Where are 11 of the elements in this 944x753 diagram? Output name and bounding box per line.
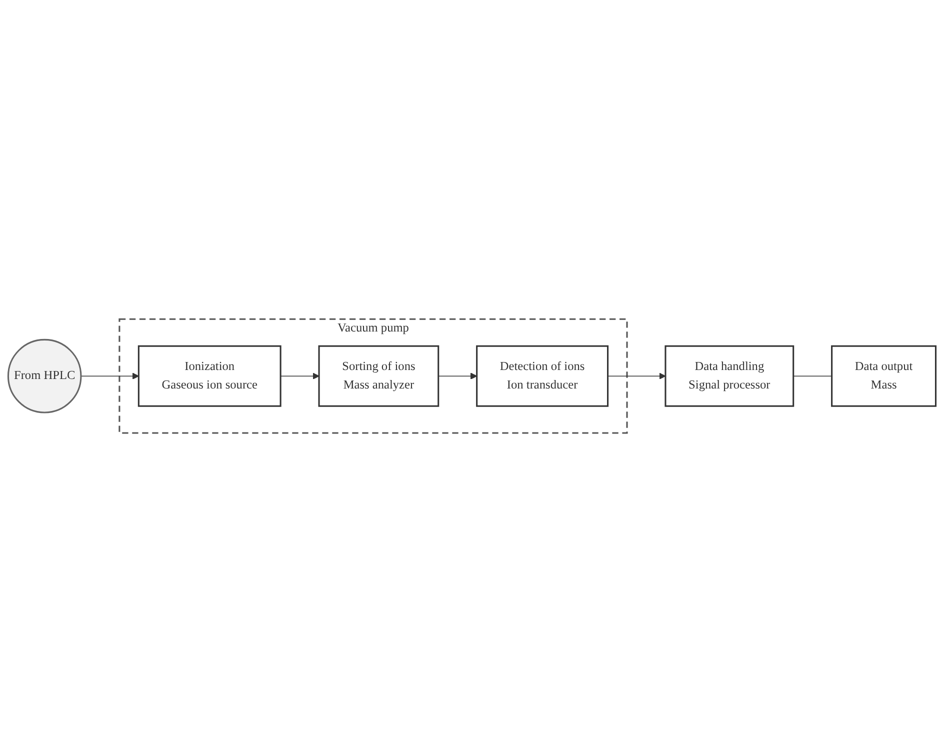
- arrow: [280, 373, 320, 380]
- node-box: Detection of ions Ion transducer: [476, 346, 609, 408]
- node-circle: From HPLC: [7, 339, 82, 414]
- node-box: Sorting of ions Mass analyzer: [318, 346, 440, 408]
- connector: [792, 376, 832, 377]
- arrow: [607, 373, 666, 380]
- arrow: [438, 373, 478, 380]
- node-box: Data output Mass: [831, 346, 937, 408]
- node-box: Data handling Signal processor: [664, 346, 794, 408]
- arrow: [80, 373, 139, 380]
- node-box: Ionization Gaseous ion source: [138, 346, 282, 408]
